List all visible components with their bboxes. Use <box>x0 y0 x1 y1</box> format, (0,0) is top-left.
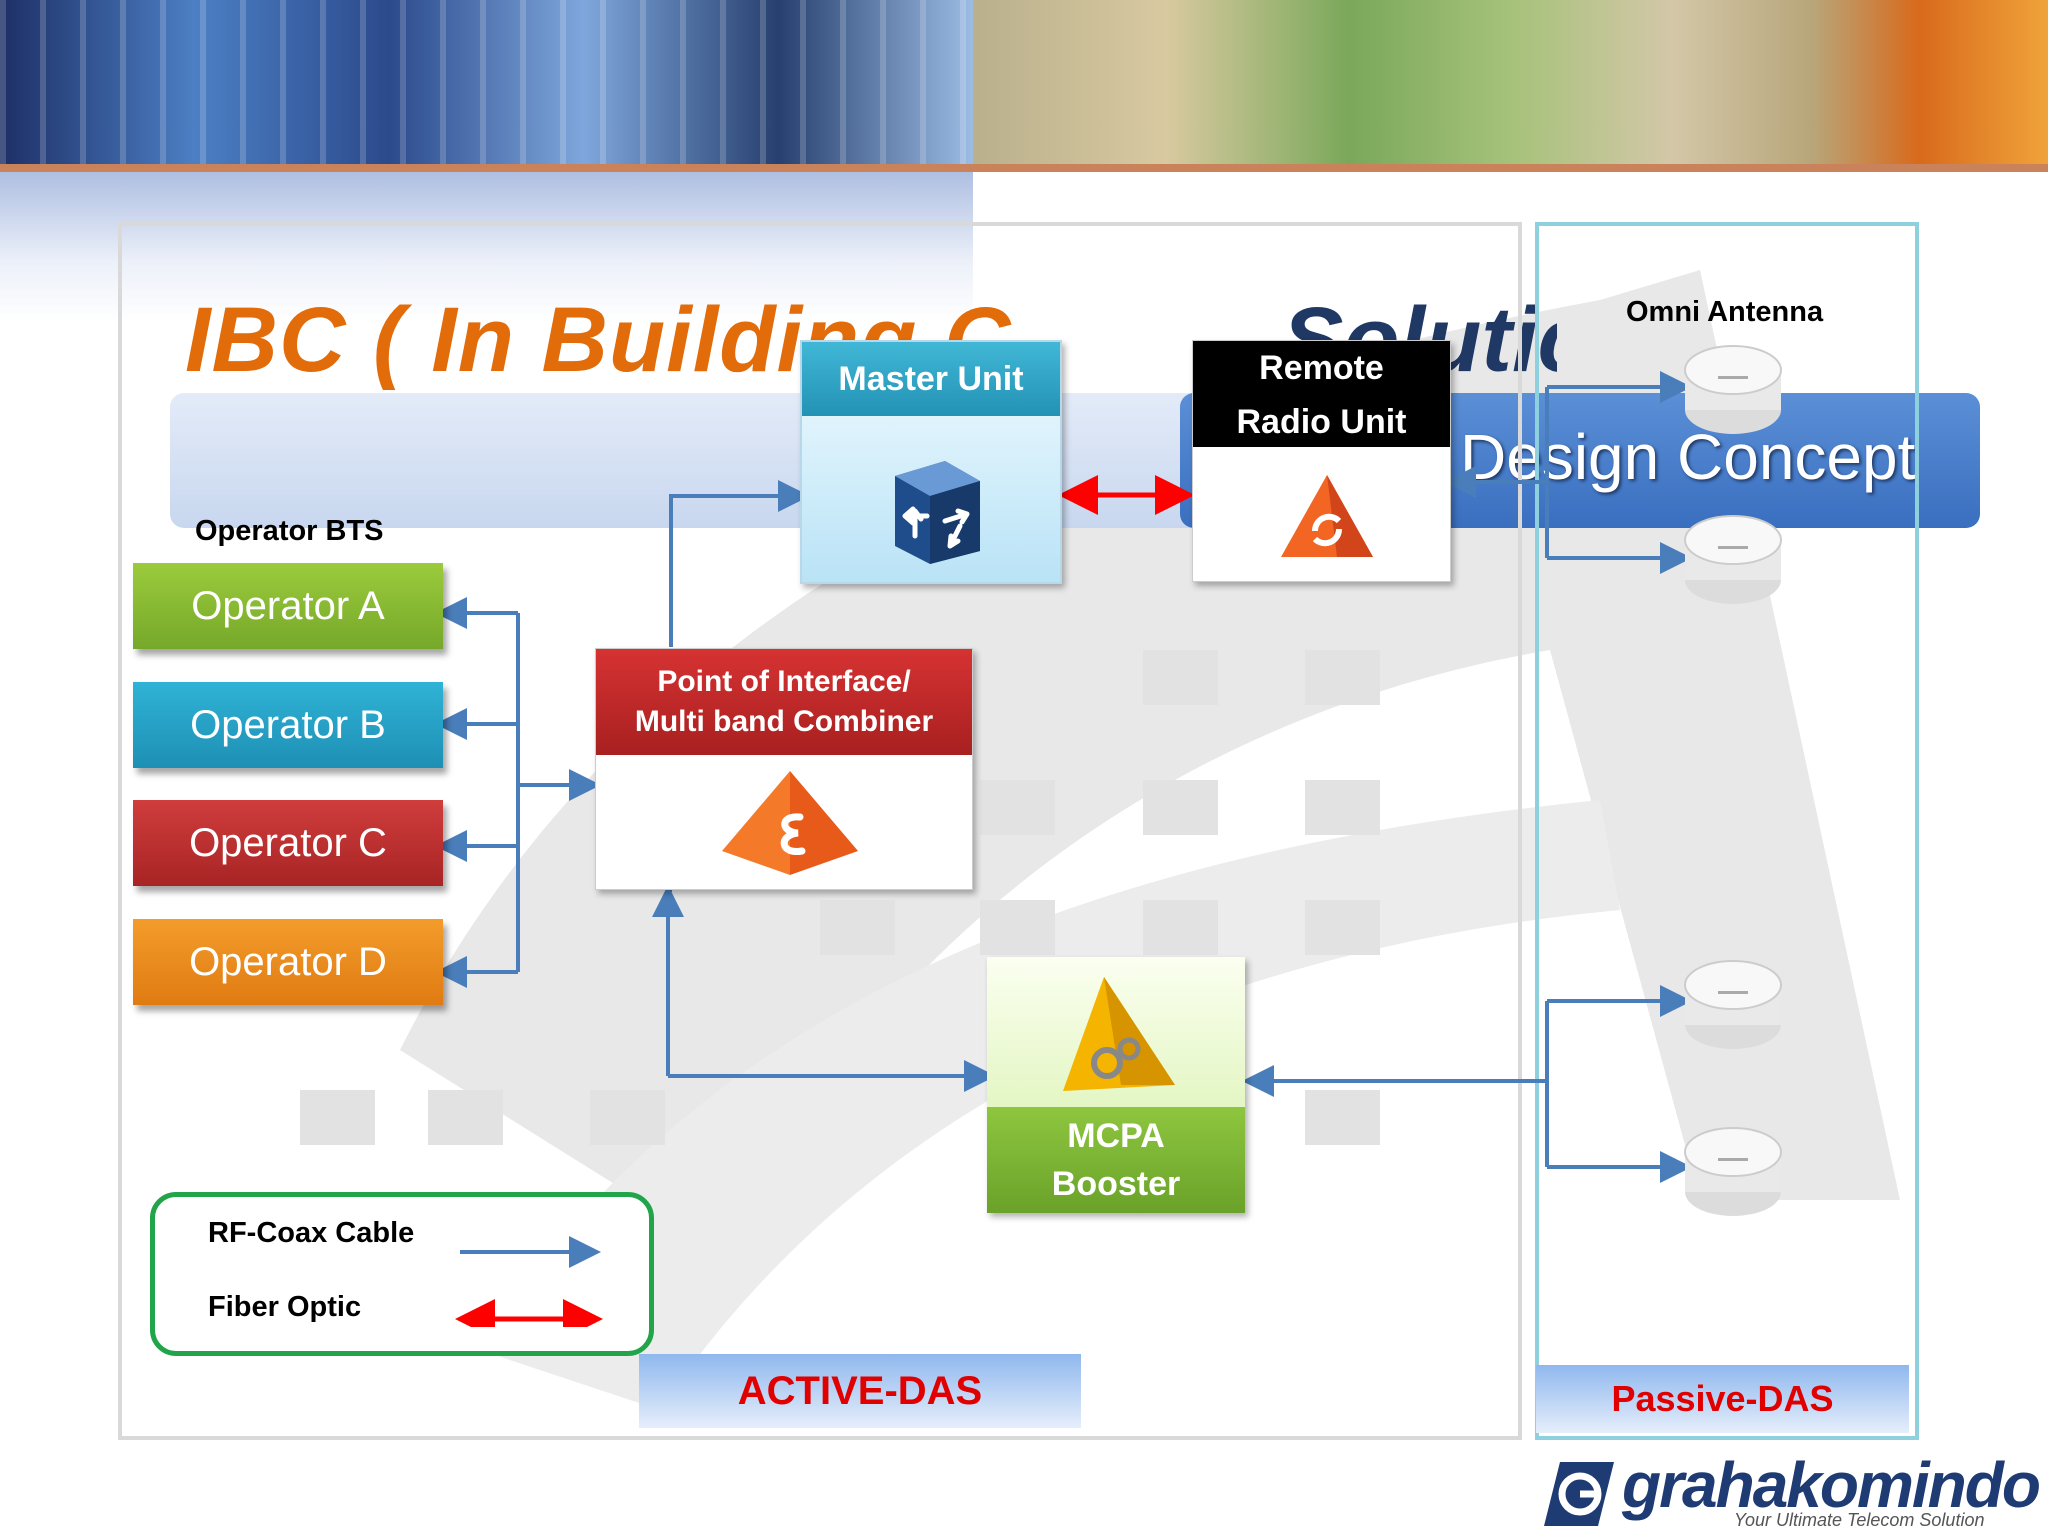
mcpa-booster-box: MCPA Booster <box>987 957 1245 1213</box>
legend-box: RF-Coax Cable Fiber Optic <box>150 1192 654 1356</box>
omni-antenna-label: Omni Antenna <box>1626 296 1824 328</box>
header-fade <box>0 172 973 322</box>
master-unit-box: Master Unit <box>800 340 1062 584</box>
legend-fiber-label: Fiber Optic <box>208 1291 362 1323</box>
rru-label-line-2: Radio Unit <box>1236 403 1407 441</box>
mcpa-label-line-1: MCPA <box>1067 1117 1165 1155</box>
header-banner-right <box>973 0 2048 172</box>
mcpa-label-line-2: Booster <box>1051 1165 1181 1203</box>
master-unit-label: Master Unit <box>802 342 1060 416</box>
operator-c-box: Operator C <box>133 800 443 886</box>
omni-antenna-icon <box>1684 515 1782 604</box>
combiner-pyramid-icon <box>722 771 858 875</box>
operator-d-box: Operator D <box>133 919 443 1005</box>
poi-label-line-2: Multi band Combiner <box>634 705 934 738</box>
omni-antenna-icon <box>1684 960 1782 1049</box>
header-banner-left <box>0 0 973 172</box>
active-das-frame <box>118 222 1522 1440</box>
passive-das-frame <box>1535 222 1919 1440</box>
operator-a-box: Operator A <box>133 563 443 649</box>
legend-rf-label: RF-Coax Cable <box>208 1217 415 1249</box>
operator-bts-label: Operator BTS <box>195 515 384 547</box>
gears-pyramid-icon <box>1063 977 1175 1091</box>
poi-label-line-1: Point of Interface/ <box>657 665 911 698</box>
sync-pyramid-icon <box>1281 475 1373 557</box>
omni-antenna-icon <box>1684 345 1782 434</box>
company-logo-text: grahakomindo <box>1622 1449 2041 1521</box>
operator-b-box: Operator B <box>133 682 443 768</box>
switch-icon <box>895 461 980 564</box>
arrow-poi-to-master <box>669 480 810 647</box>
header-divider <box>0 164 2048 172</box>
omni-antenna-icon <box>1684 1127 1782 1216</box>
poi-combiner-label: Point of Interface/ Multi band Combiner <box>596 649 972 755</box>
legend-arrows <box>455 1236 603 1327</box>
rru-label-line-1: Remote <box>1259 349 1384 387</box>
remote-radio-unit-box: Remote Radio Unit <box>1192 340 1451 582</box>
mcpa-booster-label: MCPA Booster <box>987 1107 1245 1213</box>
active-das-label: ACTIVE-DAS <box>639 1354 1081 1428</box>
remote-radio-unit-label: Remote Radio Unit <box>1193 341 1450 447</box>
poi-combiner-box: Point of Interface/ Multi band Combiner <box>595 648 973 890</box>
passive-das-label: Passive-DAS <box>1536 1365 1909 1433</box>
company-tagline: Your Ultimate Telecom Solution <box>1734 1510 1985 1530</box>
company-logo-icon <box>1544 1462 1614 1526</box>
